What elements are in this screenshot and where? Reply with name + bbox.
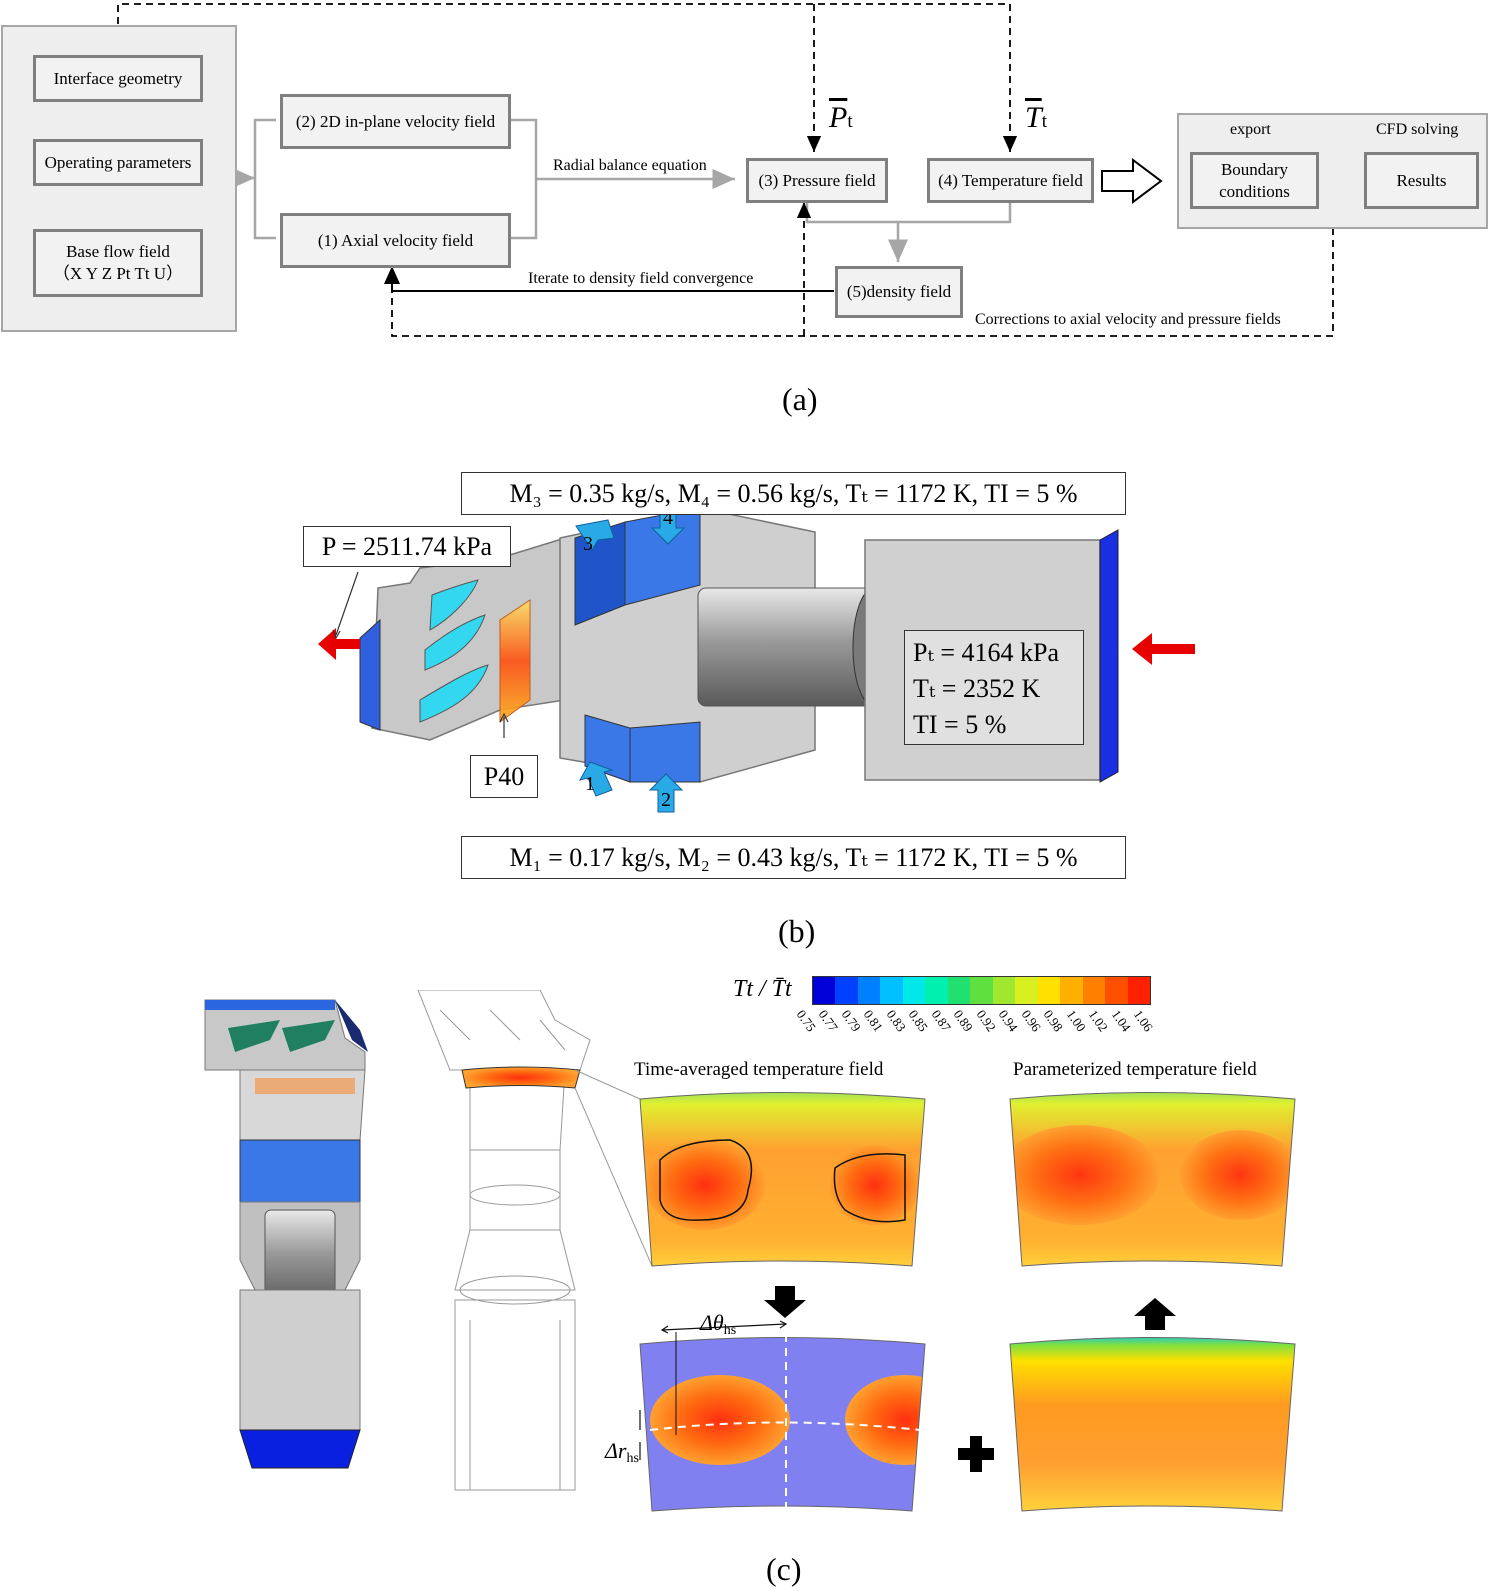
base-flow-field-box: Base flow field（X Y Z Pt Tt U） (33, 229, 203, 297)
temperature-field-figures: Δθhs Δrhs (204, 990, 1296, 1515)
port-2-label: 2 (661, 789, 671, 811)
results-box: Results (1364, 152, 1479, 209)
colorbar-swatch-14 (1127, 977, 1151, 1004)
caption-b: (b) (778, 913, 816, 949)
temperature-field-box: (4) Temperature field (927, 158, 1094, 203)
port-3-label: 3 (583, 533, 593, 555)
port-1-label: 1 (585, 773, 595, 795)
axial-velocity-box: (1) Axial velocity field (280, 213, 511, 268)
parameterized-title: Parameterized temperature field (1013, 1059, 1257, 1080)
radial-balance-label: Radial balance equation (553, 157, 707, 174)
cfd-solving-label: CFD solving (1376, 121, 1459, 138)
colorbar-swatch-1 (835, 977, 858, 1004)
combustor-3d-model: 3 4 1 2 (318, 505, 1195, 813)
inlet-conditions-box: Pₜ = 4164 kPa Tₜ = 2352 K TI = 5 % (904, 630, 1084, 745)
colorbar (812, 976, 1151, 1005)
colorbar-swatch-2 (857, 977, 881, 1004)
caption-c: (c) (766, 1551, 802, 1587)
tt-symbol: Tt (1025, 101, 1047, 134)
colorbar-swatch-13 (1105, 977, 1128, 1004)
pressure-field-box: (3) Pressure field (746, 158, 888, 203)
velocity-2d-box: (2) 2D in-plane velocity field (280, 94, 511, 149)
top-condition-box: M₃ = 0.35 kg/s, M₄ = 0.56 kg/s, Tₜ = 117… (461, 472, 1126, 515)
density-field-box: (5)density field (835, 266, 963, 318)
delta-theta-label: Δθhs (699, 1310, 736, 1338)
delta-r-label: Δrhs (604, 1438, 639, 1466)
colorbar-swatch-11 (1060, 977, 1083, 1004)
colorbar-swatch-4 (902, 977, 926, 1004)
colorbar-swatch-5 (925, 977, 948, 1004)
time-averaged-title: Time-averaged temperature field (634, 1059, 884, 1080)
colorbar-swatch-6 (947, 977, 971, 1004)
port-4-label: 4 (663, 507, 673, 529)
colorbar-swatch-12 (1082, 977, 1106, 1004)
corrections-label: Corrections to axial velocity and pressu… (975, 311, 1281, 328)
operating-parameters-box: Operating parameters (33, 139, 203, 186)
interface-geometry-box: Interface geometry (33, 55, 203, 102)
iterate-label: Iterate to density field convergence (528, 270, 754, 287)
bottom-condition-box: M₁ = 0.17 kg/s, M₂ = 0.43 kg/s, Tₜ = 117… (461, 836, 1126, 879)
export-label: export (1230, 121, 1271, 138)
colorbar-swatch-7 (970, 977, 993, 1004)
caption-a: (a) (782, 381, 818, 417)
colorbar-swatch-3 (880, 977, 903, 1004)
outlet-pressure-box: P = 2511.74 kPa (303, 526, 511, 567)
colorbar-swatch-0 (813, 977, 836, 1004)
pt-symbol: Pt (829, 101, 853, 134)
colorbar-swatch-9 (1015, 977, 1038, 1004)
colorbar-swatch-8 (992, 977, 1016, 1004)
plane-p40-box: P40 (470, 755, 538, 798)
colorbar-label: Tt / T̄t (733, 976, 792, 1002)
colorbar-swatch-10 (1037, 977, 1061, 1004)
